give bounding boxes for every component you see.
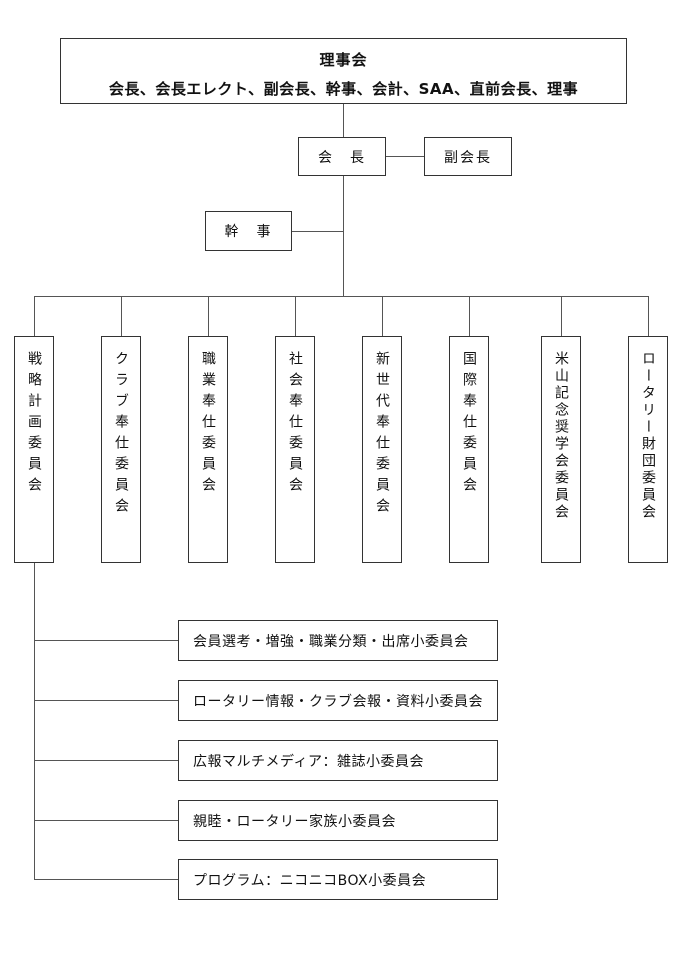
connector-committee-bus: [34, 296, 648, 297]
connector-committee-2: [208, 296, 209, 336]
connector-committee-0: [34, 296, 35, 336]
connector-subcommittee-2: [34, 760, 178, 761]
connector-board-president: [343, 104, 344, 137]
president-label: 会 長: [318, 149, 366, 166]
committee-box-0: 戦略計画委員会: [14, 336, 54, 563]
connector-subcommittee-3: [34, 820, 178, 821]
committee-label: 国際奉仕委員会: [461, 351, 477, 498]
connector-subcommittee-trunk: [34, 563, 35, 879]
connector-committee-4: [382, 296, 383, 336]
subcommittee-label: プログラム：ニコニコBOX小委員会: [193, 872, 427, 889]
subcommittee-box-4: プログラム：ニコニコBOX小委員会: [178, 859, 498, 900]
connector-committee-1: [121, 296, 122, 336]
subcommittee-box-1: ロータリー情報・クラブ会報・資料小委員会: [178, 680, 498, 721]
secretary-label: 幹 事: [224, 224, 273, 240]
subcommittee-label: 広報マルチメディア：雑誌小委員会: [193, 753, 425, 770]
vice-president-box: 副会長: [424, 137, 512, 176]
committee-label: 新世代奉仕委員会: [374, 351, 390, 519]
committee-box-3: 社会奉仕委員会: [275, 336, 315, 563]
subcommittee-label: 会員選考・増強・職業分類・出席小委員会: [193, 633, 469, 650]
connector-subcommittee-4: [34, 879, 178, 880]
connector-committee-7: [648, 296, 649, 336]
committee-box-2: 職業奉仕委員会: [188, 336, 228, 563]
committee-label: 職業奉仕委員会: [200, 351, 216, 498]
board-members: 会長、会長エレクト、副会長、幹事、会計、SAA、直前会長、理事: [108, 80, 579, 98]
committee-label: クラブ奉仕委員会: [113, 351, 129, 519]
connector-president-vice: [386, 156, 424, 157]
connector-secretary: [292, 231, 344, 232]
subcommittee-box-0: 会員選考・増強・職業分類・出席小委員会: [178, 620, 498, 661]
connector-main-trunk: [343, 176, 344, 296]
board-name: 理事会: [319, 51, 368, 69]
president-box: 会 長: [298, 137, 386, 176]
committee-box-6: 米山記念奨学会委員会: [541, 336, 581, 563]
secretary-box: 幹 事: [205, 211, 292, 251]
committee-box-7: ロータリー財団委員会: [628, 336, 668, 563]
connector-committee-3: [295, 296, 296, 336]
committee-label: ロータリー財団委員会: [640, 351, 656, 521]
subcommittee-label: ロータリー情報・クラブ会報・資料小委員会: [193, 693, 483, 710]
subcommittee-label: 親睦・ロータリー家族小委員会: [193, 813, 396, 830]
connector-committee-6: [561, 296, 562, 336]
vice-president-label: 副会長: [444, 149, 492, 166]
subcommittee-box-2: 広報マルチメディア：雑誌小委員会: [178, 740, 498, 781]
committee-box-5: 国際奉仕委員会: [449, 336, 489, 563]
committee-label: 戦略計画委員会: [26, 351, 42, 498]
connector-subcommittee-1: [34, 700, 178, 701]
connector-subcommittee-0: [34, 640, 178, 641]
committee-label: 米山記念奨学会委員会: [553, 351, 569, 521]
committee-box-4: 新世代奉仕委員会: [362, 336, 402, 563]
connector-committee-5: [469, 296, 470, 336]
committee-label: 社会奉仕委員会: [287, 351, 303, 498]
board-box: 理事会 会長、会長エレクト、副会長、幹事、会計、SAA、直前会長、理事: [60, 38, 627, 104]
subcommittee-box-3: 親睦・ロータリー家族小委員会: [178, 800, 498, 841]
committee-box-1: クラブ奉仕委員会: [101, 336, 141, 563]
